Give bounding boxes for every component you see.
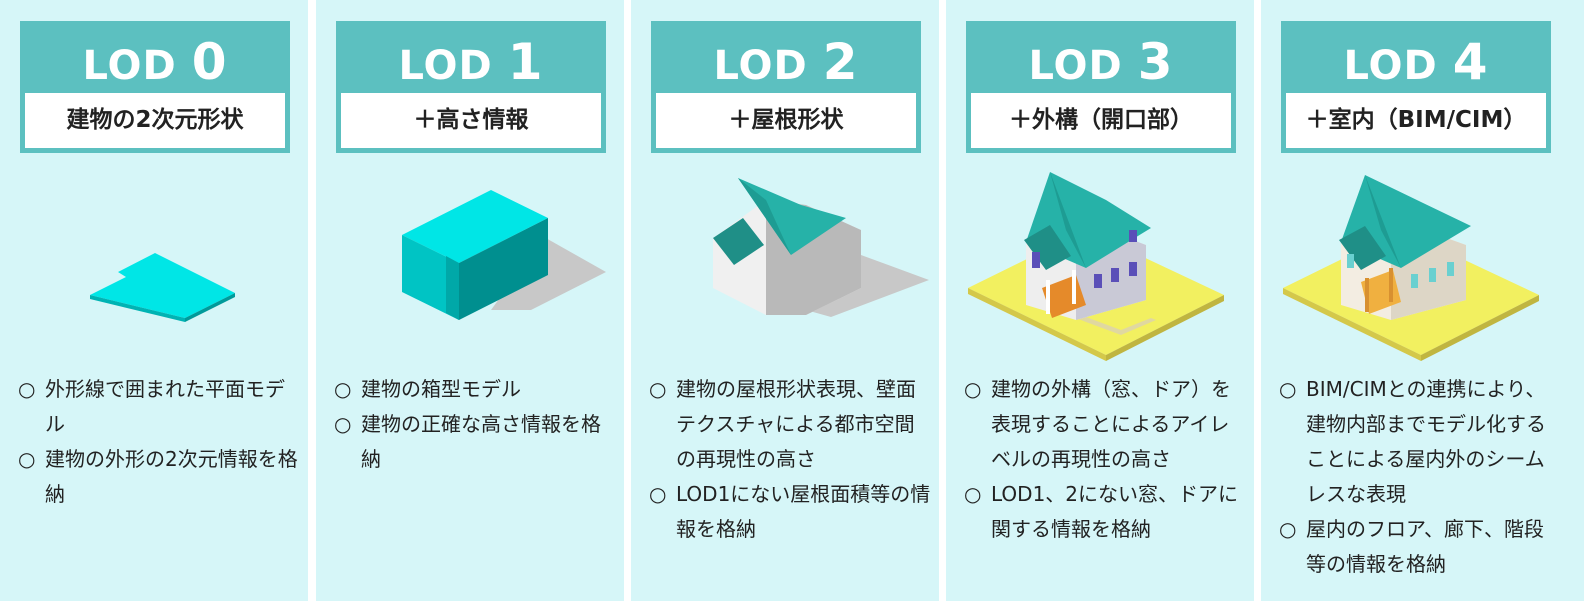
lod-3-description: ○建物の外構（窓、ドア）を表現することによるアイレベルの再現性の高さ ○LOD1… <box>964 372 1246 547</box>
lod-3-panel: LOD 3 ＋外構（開口部） <box>946 0 1254 601</box>
list-item: ○LOD1にない屋根面積等の情報を格納 <box>649 482 931 541</box>
lod-3-title: LOD 3 <box>1028 33 1174 91</box>
list-item: ○BIM/CIMとの連携により、建物内部までモデル化することによる屋内外のシーム… <box>1279 377 1546 506</box>
lod-2-description: ○建物の屋根形状表現、壁面テクスチャによる都市空間の再現性の高さ ○LOD1にな… <box>649 372 931 547</box>
lod-4-title: LOD 4 <box>1343 33 1489 91</box>
lod-1-title: LOD 1 <box>398 33 544 91</box>
lod-1-header: LOD 1 ＋高さ情報 <box>336 21 606 153</box>
list-item: ○LOD1、2にない窓、ドアに関する情報を格納 <box>964 482 1239 541</box>
lod-1-description: ○建物の箱型モデル ○建物の正確な高さ情報を格納 <box>334 372 616 477</box>
lod-2-title: LOD 2 <box>713 33 859 91</box>
lod-4-header: LOD 4 ＋室内（BIM/CIM） <box>1281 21 1551 153</box>
lod-1-panel: LOD 1 ＋高さ情報 ○建物の箱型モデル ○建物の正確な高さ情報を格納 <box>316 0 624 601</box>
lod-4-description: ○BIM/CIMとの連携により、建物内部までモデル化することによる屋内外のシーム… <box>1279 372 1561 582</box>
lod-2-roofed-house-illustration <box>631 160 939 370</box>
lod-0-subtitle: 建物の2次元形状 <box>25 93 285 148</box>
lod-3-detailed-house-illustration <box>946 160 1254 370</box>
lod-4-subtitle: ＋室内（BIM/CIM） <box>1286 93 1546 148</box>
list-item: ○建物の箱型モデル <box>334 377 521 401</box>
lod-1-box-model-illustration <box>316 160 624 370</box>
lod-0-description: ○外形線で囲まれた平面モデル ○建物の外形の2次元情報を格納 <box>18 372 300 512</box>
lod-0-panel: LOD 0 建物の2次元形状 ○外形線で囲まれた平面モデル ○建物の外形の2次元… <box>0 0 308 601</box>
lod-1-subtitle: ＋高さ情報 <box>341 93 601 148</box>
lod-2-header: LOD 2 ＋屋根形状 <box>651 21 921 153</box>
list-item: ○建物の外形の2次元情報を格納 <box>18 447 298 506</box>
lod-0-title: LOD 0 <box>82 33 228 91</box>
lod-2-subtitle: ＋屋根形状 <box>656 93 916 148</box>
list-item: ○建物の外構（窓、ドア）を表現することによるアイレベルの再現性の高さ <box>964 377 1231 471</box>
lod-0-header: LOD 0 建物の2次元形状 <box>20 21 290 153</box>
lod-3-subtitle: ＋外構（開口部） <box>971 93 1231 148</box>
lod-4-interior-house-illustration <box>1261 160 1569 370</box>
lod-2-panel: LOD 2 ＋屋根形状 ○建物の屋根形状表現、壁面テクスチャによる都市空間の再現… <box>631 0 939 601</box>
list-item: ○外形線で囲まれた平面モデル <box>18 377 285 436</box>
list-item: ○屋内のフロア、廊下、階段等の情報を格納 <box>1279 517 1544 576</box>
lod-3-header: LOD 3 ＋外構（開口部） <box>966 21 1236 153</box>
lod-4-panel: LOD 4 ＋室内（BIM/CIM） <box>1261 0 1584 601</box>
list-item: ○建物の屋根形状表現、壁面テクスチャによる都市空間の再現性の高さ <box>649 377 916 471</box>
lod-0-flat-footprint-illustration <box>0 160 308 370</box>
list-item: ○建物の正確な高さ情報を格納 <box>334 412 601 471</box>
